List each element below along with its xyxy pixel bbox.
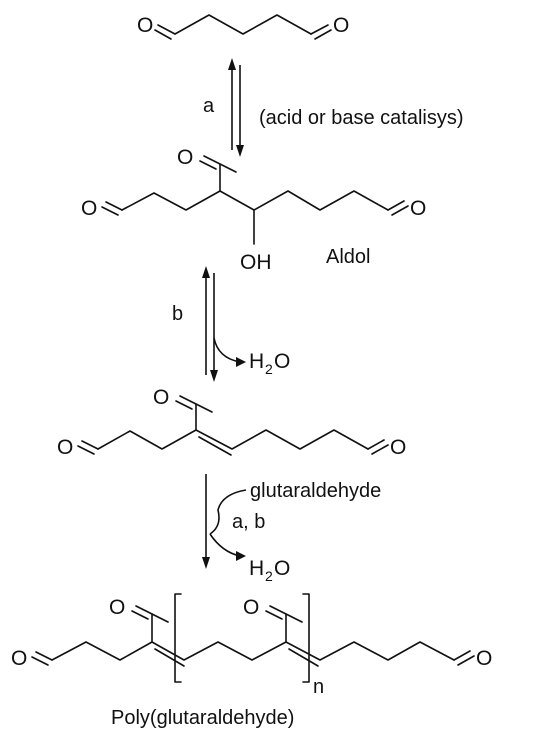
svg-text:H: H xyxy=(249,557,264,580)
svg-text:2: 2 xyxy=(265,568,273,584)
product-label: Poly(glutaraldehyde) xyxy=(111,707,294,729)
atom-oxygen: O xyxy=(109,596,125,619)
svg-text:O: O xyxy=(274,557,290,580)
equilibrium-arrow-a xyxy=(228,58,244,157)
polyglutaraldehyde-structure: O O O O xyxy=(11,596,492,670)
atom-oxygen: O xyxy=(81,197,97,220)
repeat-unit-brackets xyxy=(174,593,310,683)
glutaraldehyde-structure: O O xyxy=(137,14,349,40)
water-byproduct: H 2 O xyxy=(249,350,290,377)
svg-text:H: H xyxy=(249,350,264,373)
aldol-label: Aldol xyxy=(326,246,370,268)
atom-oxygen: O xyxy=(333,14,349,37)
water-byproduct: H 2 O xyxy=(249,557,290,584)
hydroxyl-group: OH xyxy=(240,251,272,274)
atom-oxygen: O xyxy=(410,197,426,220)
reagent-label: glutaraldehyde xyxy=(250,480,381,502)
atom-oxygen: O xyxy=(177,146,193,169)
step-b-label: b xyxy=(172,303,183,325)
atom-oxygen: O xyxy=(390,436,406,459)
svg-text:2: 2 xyxy=(265,361,273,377)
atom-oxygen: O xyxy=(11,647,27,670)
svg-text:O: O xyxy=(274,350,290,373)
repeat-count-label: n xyxy=(313,676,324,698)
atom-oxygen: O xyxy=(137,14,153,37)
atom-oxygen: O xyxy=(57,436,73,459)
step-ab-label: a, b xyxy=(232,511,265,533)
catalysis-note: (acid or base catalisys) xyxy=(259,107,464,129)
atom-oxygen: O xyxy=(243,596,259,619)
atom-oxygen: O xyxy=(476,647,492,670)
step-a-label: a xyxy=(203,95,215,117)
atom-oxygen: O xyxy=(153,386,169,409)
aldol-structure: O O O OH xyxy=(81,146,426,274)
unsaturated-aldehyde-structure: O O O xyxy=(57,386,406,459)
equilibrium-arrow-b xyxy=(202,266,246,382)
polymerization-arrow xyxy=(202,474,247,569)
